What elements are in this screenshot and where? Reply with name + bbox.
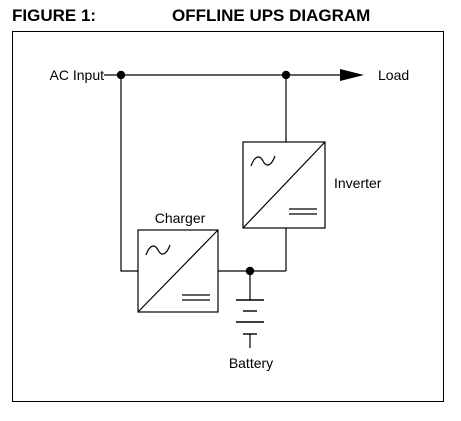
battery-icon xyxy=(236,299,264,335)
charger-diagonal xyxy=(137,229,219,313)
charger-feed-wire xyxy=(120,75,138,272)
inverter-block xyxy=(242,141,326,229)
inverter-label: Inverter xyxy=(334,175,382,191)
figure-number: FIGURE 1: xyxy=(12,6,97,25)
ac-input-label: AC Input xyxy=(50,67,105,83)
inverter-ac-symbol-icon xyxy=(250,155,276,167)
charger-ac-symbol-icon xyxy=(145,244,171,256)
load-arrow-icon xyxy=(340,69,364,81)
battery-label: Battery xyxy=(229,355,273,371)
dc-junction xyxy=(245,266,255,276)
inverter-diagonal xyxy=(242,141,326,229)
ac-input-terminal xyxy=(116,70,126,80)
figure-title: OFFLINE UPS DIAGRAM xyxy=(172,6,371,25)
ac-load-junction xyxy=(281,70,291,80)
load-label: Load xyxy=(378,67,409,83)
charger-label: Charger xyxy=(155,210,206,226)
diagram-frame xyxy=(12,31,444,402)
charger-block xyxy=(137,229,219,313)
